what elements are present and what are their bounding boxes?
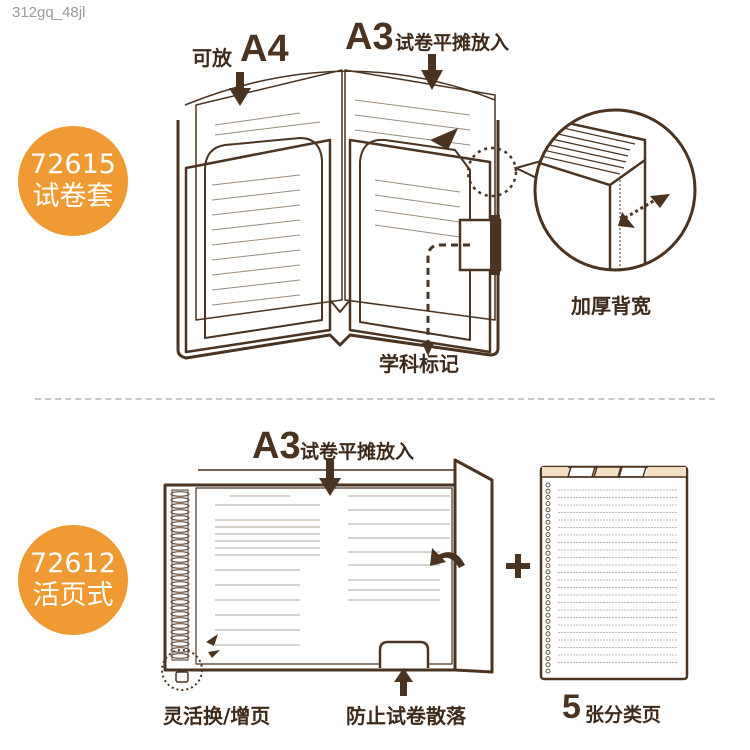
divider-pages-label: 张分类页 [585,704,662,726]
anti-scatter-label: 防止试卷散落 [346,704,466,728]
a4-label: A4 [240,28,289,70]
badge-name: 试卷套 [32,181,114,212]
a3-label-bottom: A3 [252,425,301,467]
badge-name: 活页式 [32,580,114,611]
divider-page-icon [539,465,689,681]
product-badge-72615: 72615 试卷套 [18,126,128,236]
plus-icon [506,554,530,578]
arrow-up-icon [394,668,413,682]
refill-label: 灵活换/增页 [163,704,271,728]
thick-spine-label: 加厚背宽 [571,294,651,318]
arrow-down-icon [319,478,341,496]
watermark: 312gq_48jl [12,4,86,21]
a4-prefix-label: 可放 [192,46,232,70]
badge-code: 72612 [30,548,116,579]
magnifier-circle-icon [533,108,697,272]
a3-text-label-bottom: 试卷平摊放入 [300,441,415,463]
dotted-arrow-icon [426,243,470,345]
a3-text-label: 试卷平摊放入 [395,32,510,54]
folder-illustration-top [176,54,697,360]
curved-arrow-icon [436,552,465,568]
arrow-down-icon [229,54,458,150]
section-divider [35,398,715,400]
product-badge-72612: 72612 活页式 [18,525,128,635]
a3-label: A3 [345,16,394,58]
badge-code: 72615 [30,149,116,180]
divider-count: 5 [562,688,581,726]
double-arrow-icon [618,194,670,228]
subject-tab-label: 学科标记 [379,352,459,376]
